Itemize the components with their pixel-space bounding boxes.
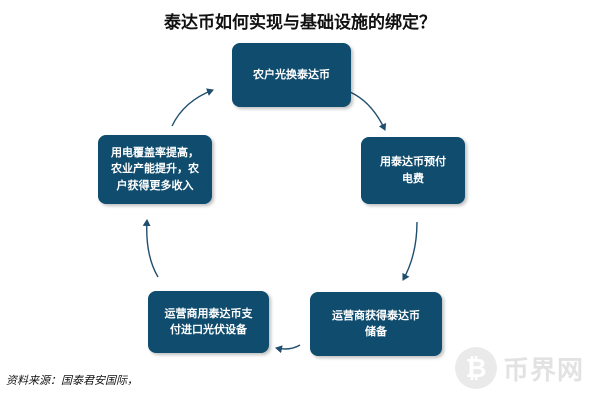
- watermark-logo: ₿ 币界网: [455, 342, 595, 394]
- step-label-4: 运营商用泰达币支付进口光伏设备: [164, 306, 253, 337]
- step-box-1: 农户光换泰达币: [232, 43, 351, 107]
- arrow-3-to-4: [275, 344, 301, 354]
- step-box-4: 运营商用泰达币支付进口光伏设备: [148, 291, 269, 353]
- step-box-3: 运营商获得泰达币储备: [310, 292, 442, 356]
- bitcoin-icon: ₿: [455, 347, 497, 389]
- step-label-5: 用电覆盖率提高，农业产能提升，农户获得更多收入: [111, 145, 199, 192]
- step-label-2: 用泰达币预付电费: [380, 155, 446, 185]
- arrow-1-to-2: [349, 91, 387, 131]
- arrow-4-to-5: [142, 219, 159, 278]
- arrow-5-to-1: [171, 88, 214, 127]
- step-box-5: 用电覆盖率提高，农业产能提升，农户获得更多收入: [98, 135, 212, 204]
- source-note: 资料来源：国泰君安国际，: [6, 374, 138, 387]
- step-label-1: 农户光换泰达币: [253, 67, 330, 81]
- arrow-2-to-3: [402, 221, 418, 281]
- step-box-2: 用泰达币预付电费: [361, 137, 465, 204]
- step-label-3: 运营商获得泰达币储备: [332, 308, 420, 339]
- diagram-title: 泰达币如何实现与基础设施的绑定？: [164, 13, 436, 33]
- watermark-text: 币界网: [503, 355, 585, 386]
